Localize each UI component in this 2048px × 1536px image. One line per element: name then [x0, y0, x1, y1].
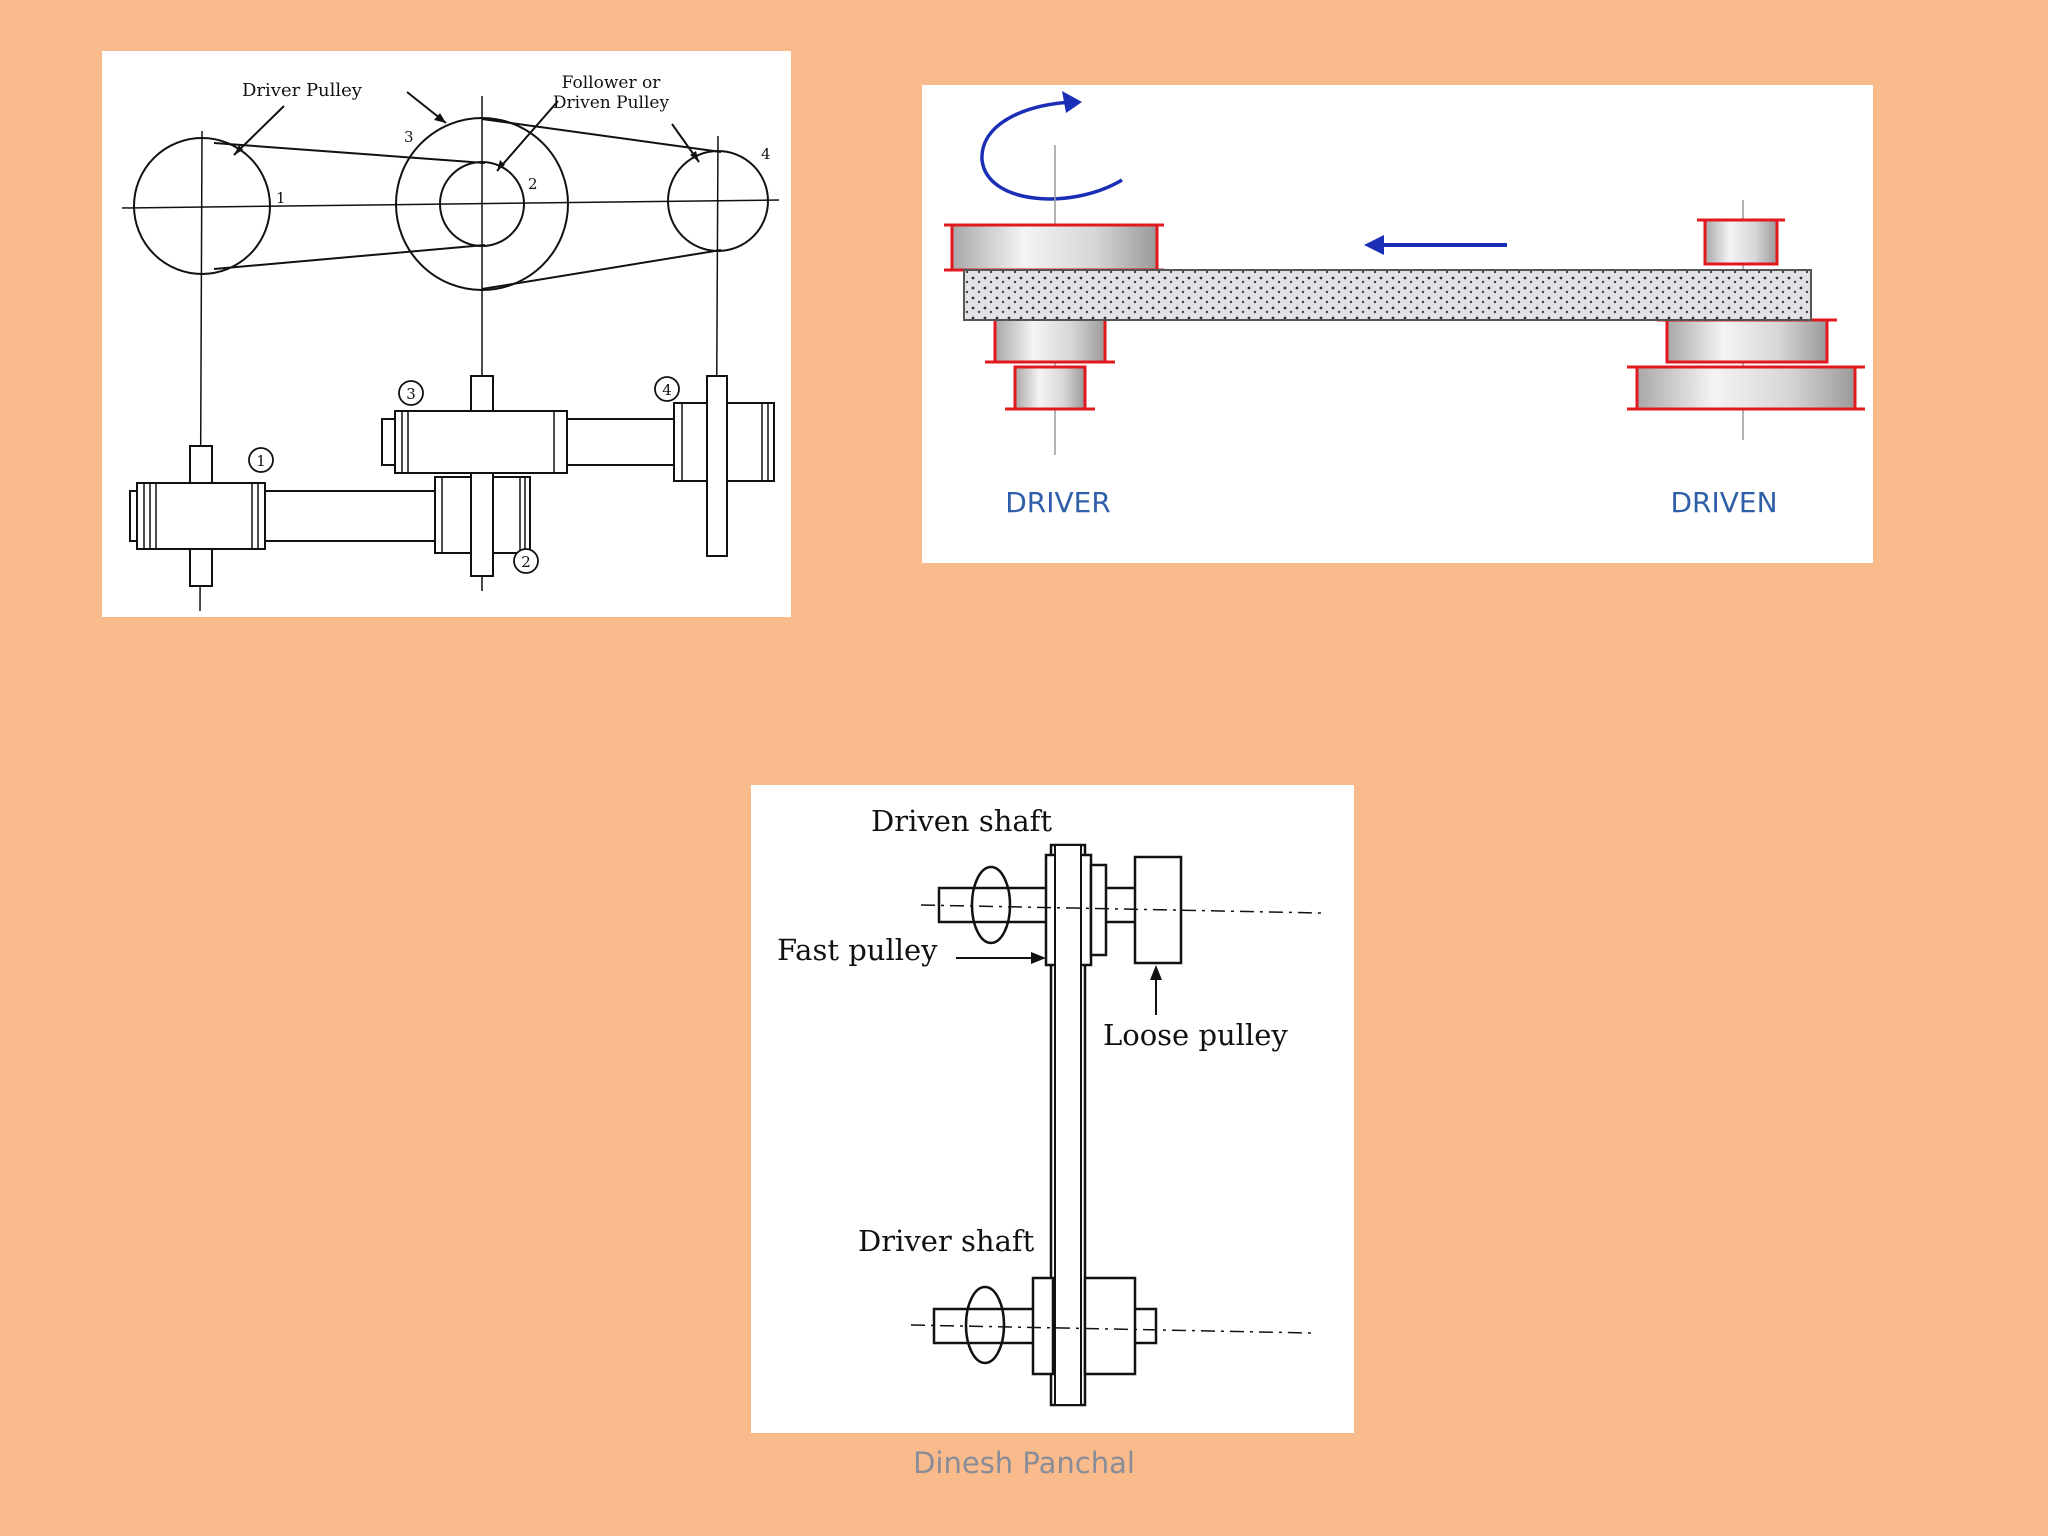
loose-pulley-label: Loose pulley: [1103, 1018, 1288, 1052]
driver-label: DRIVER: [1005, 486, 1111, 519]
driven-label: DRIVEN: [1670, 486, 1777, 519]
driven-pulley-top: [1703, 218, 1779, 266]
driver-pulley: [1083, 1276, 1137, 1376]
open-belt-drive-drawing: DRIVER DRIVEN: [944, 91, 1865, 519]
belt-2-lower: [481, 249, 722, 290]
driven-pulley-mid: [1665, 318, 1829, 364]
circled-3-label: 3: [406, 385, 416, 403]
circled-1-label: 1: [256, 452, 266, 470]
compound-belt-drive-drawing: Driver Pulley Follower or Driven Pulley …: [121, 73, 780, 612]
belt: [963, 269, 1812, 321]
num-3-label: 3: [404, 128, 414, 146]
rotation-arrow-icon: [980, 100, 1123, 201]
follower-label-line2: Driven Pulley: [553, 93, 670, 113]
num-1-label: 1: [276, 189, 286, 207]
follower-label-line1: Follower or: [562, 73, 662, 93]
compound-belt-drive-diagram: Driver Pulley Follower or Driven Pulley …: [102, 51, 791, 617]
pulley-1-side: [136, 482, 266, 550]
circled-4-label: 4: [662, 381, 672, 399]
driver-shaft-label: Driver shaft: [858, 1224, 1035, 1258]
fast-loose-pulley-diagram: Driven shaft Fast pulley Loose pulley Dr…: [751, 785, 1354, 1433]
circled-2-label: 2: [521, 553, 531, 571]
belt-2-upper: [481, 118, 722, 153]
driver-leader: [233, 105, 285, 156]
belt-1-lower: [213, 244, 486, 270]
open-belt-drive-diagram: DRIVER DRIVEN: [922, 85, 1873, 563]
driver-pulley-lower: [993, 315, 1107, 364]
rotation-icon-top: [970, 865, 1012, 945]
driven-leader: [496, 100, 559, 172]
pulley-3-side: [394, 410, 568, 474]
fast-pulley-label: Fast pulley: [777, 933, 938, 967]
shaft-4: [706, 375, 728, 557]
fast-loose-pulley-drawing: Driven shaft Fast pulley Loose pulley Dr…: [777, 804, 1322, 1407]
belt-1-upper: [213, 142, 486, 164]
driven-shaft-label: Driven shaft: [871, 804, 1052, 838]
horizontal-centre-line: [121, 199, 780, 209]
num-2-label: 2: [528, 175, 538, 193]
shaft-2: [470, 375, 494, 577]
driven-pulley-base: [1635, 365, 1857, 411]
driver-pulley-top: [950, 223, 1159, 272]
footer-author: Dinesh Panchal: [913, 1446, 1135, 1480]
driver-pulley-label: Driver Pulley: [242, 80, 363, 101]
num-4-label: 4: [761, 145, 771, 163]
driver-pulley-hub: [1013, 365, 1087, 411]
rotation-icon-bottom: [964, 1285, 1006, 1365]
